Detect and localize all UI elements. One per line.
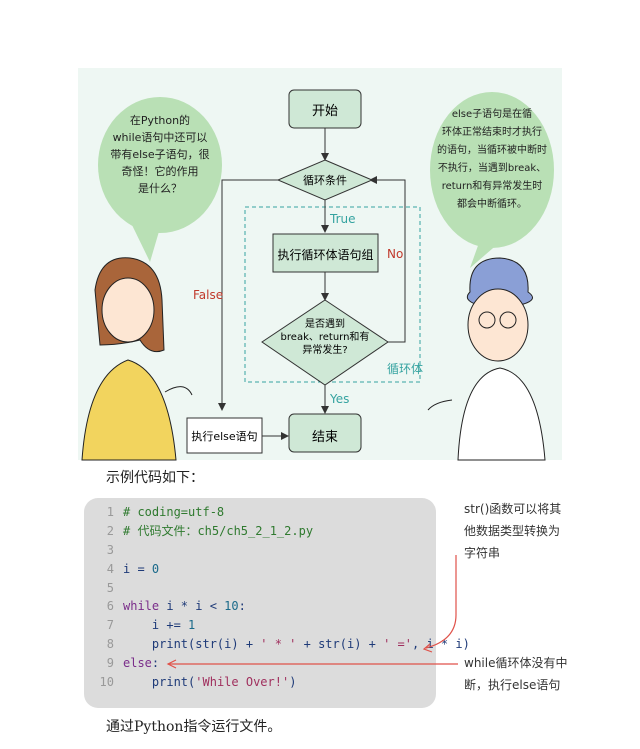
else-annotation: while循环体没有中 断，执行else语句 (464, 656, 568, 692)
code-block (84, 498, 436, 708)
flowchart-illustration (81, 89, 554, 461)
left-speech-bubble (98, 97, 222, 233)
body-label: 执行循环体语句组 (277, 248, 374, 262)
code-listing: 1# coding=utf-8 2# 代码文件：ch5/ch5_2_1_2.py… (96, 503, 470, 692)
condition-label: 循环条件 (303, 174, 347, 187)
code-line: 5 (106, 580, 114, 595)
code-line: 10 print('While Over!') (99, 675, 297, 690)
decision-node (261, 299, 389, 386)
caption-bottom: 通过Python指令运行文件。 (106, 719, 282, 735)
false-label: False (193, 288, 224, 302)
code-line: 7 i += 1 (106, 618, 196, 633)
condition-node (276, 159, 374, 201)
else-node (186, 417, 263, 454)
end-node (288, 413, 362, 453)
no-label: No (387, 247, 404, 261)
true-label: True (330, 212, 356, 226)
code-line: 2# 代码文件：ch5/ch5_2_1_2.py (106, 523, 314, 538)
else-label: 执行else语句 (191, 430, 258, 443)
code-line: 8 print(str(i) + ' * ' + str(i) + ' =', … (106, 637, 470, 652)
loop-body-label: 循环体 (387, 362, 424, 376)
code-line: 3 (106, 542, 114, 557)
yes-label: Yes (330, 392, 350, 406)
right-bubble-text: else子语句是在循 环体正常结束时才执行 的语句，当循环被中断时 不执行，当遇… (437, 109, 547, 210)
str-annotation: str()函数可以将其 他数据类型转换为 字符串 (464, 502, 562, 560)
caption-top: 示例代码如下： (106, 470, 204, 486)
code-line: 1# coding=utf-8 (106, 505, 225, 519)
left-bubble-text: 在Python的 while语句中还可以 带有else子语句，很 奇怪！它的作用… (110, 114, 210, 195)
answering-man-illustration (427, 257, 546, 461)
body-node (272, 233, 379, 273)
questioning-woman-illustration (81, 257, 193, 461)
end-label: 结束 (311, 430, 338, 445)
start-node (288, 89, 362, 129)
right-speech-bubble (430, 92, 554, 248)
start-label: 开始 (311, 104, 338, 119)
decision-label: 是否遇到 break、return和有 异常发生? (280, 319, 370, 356)
